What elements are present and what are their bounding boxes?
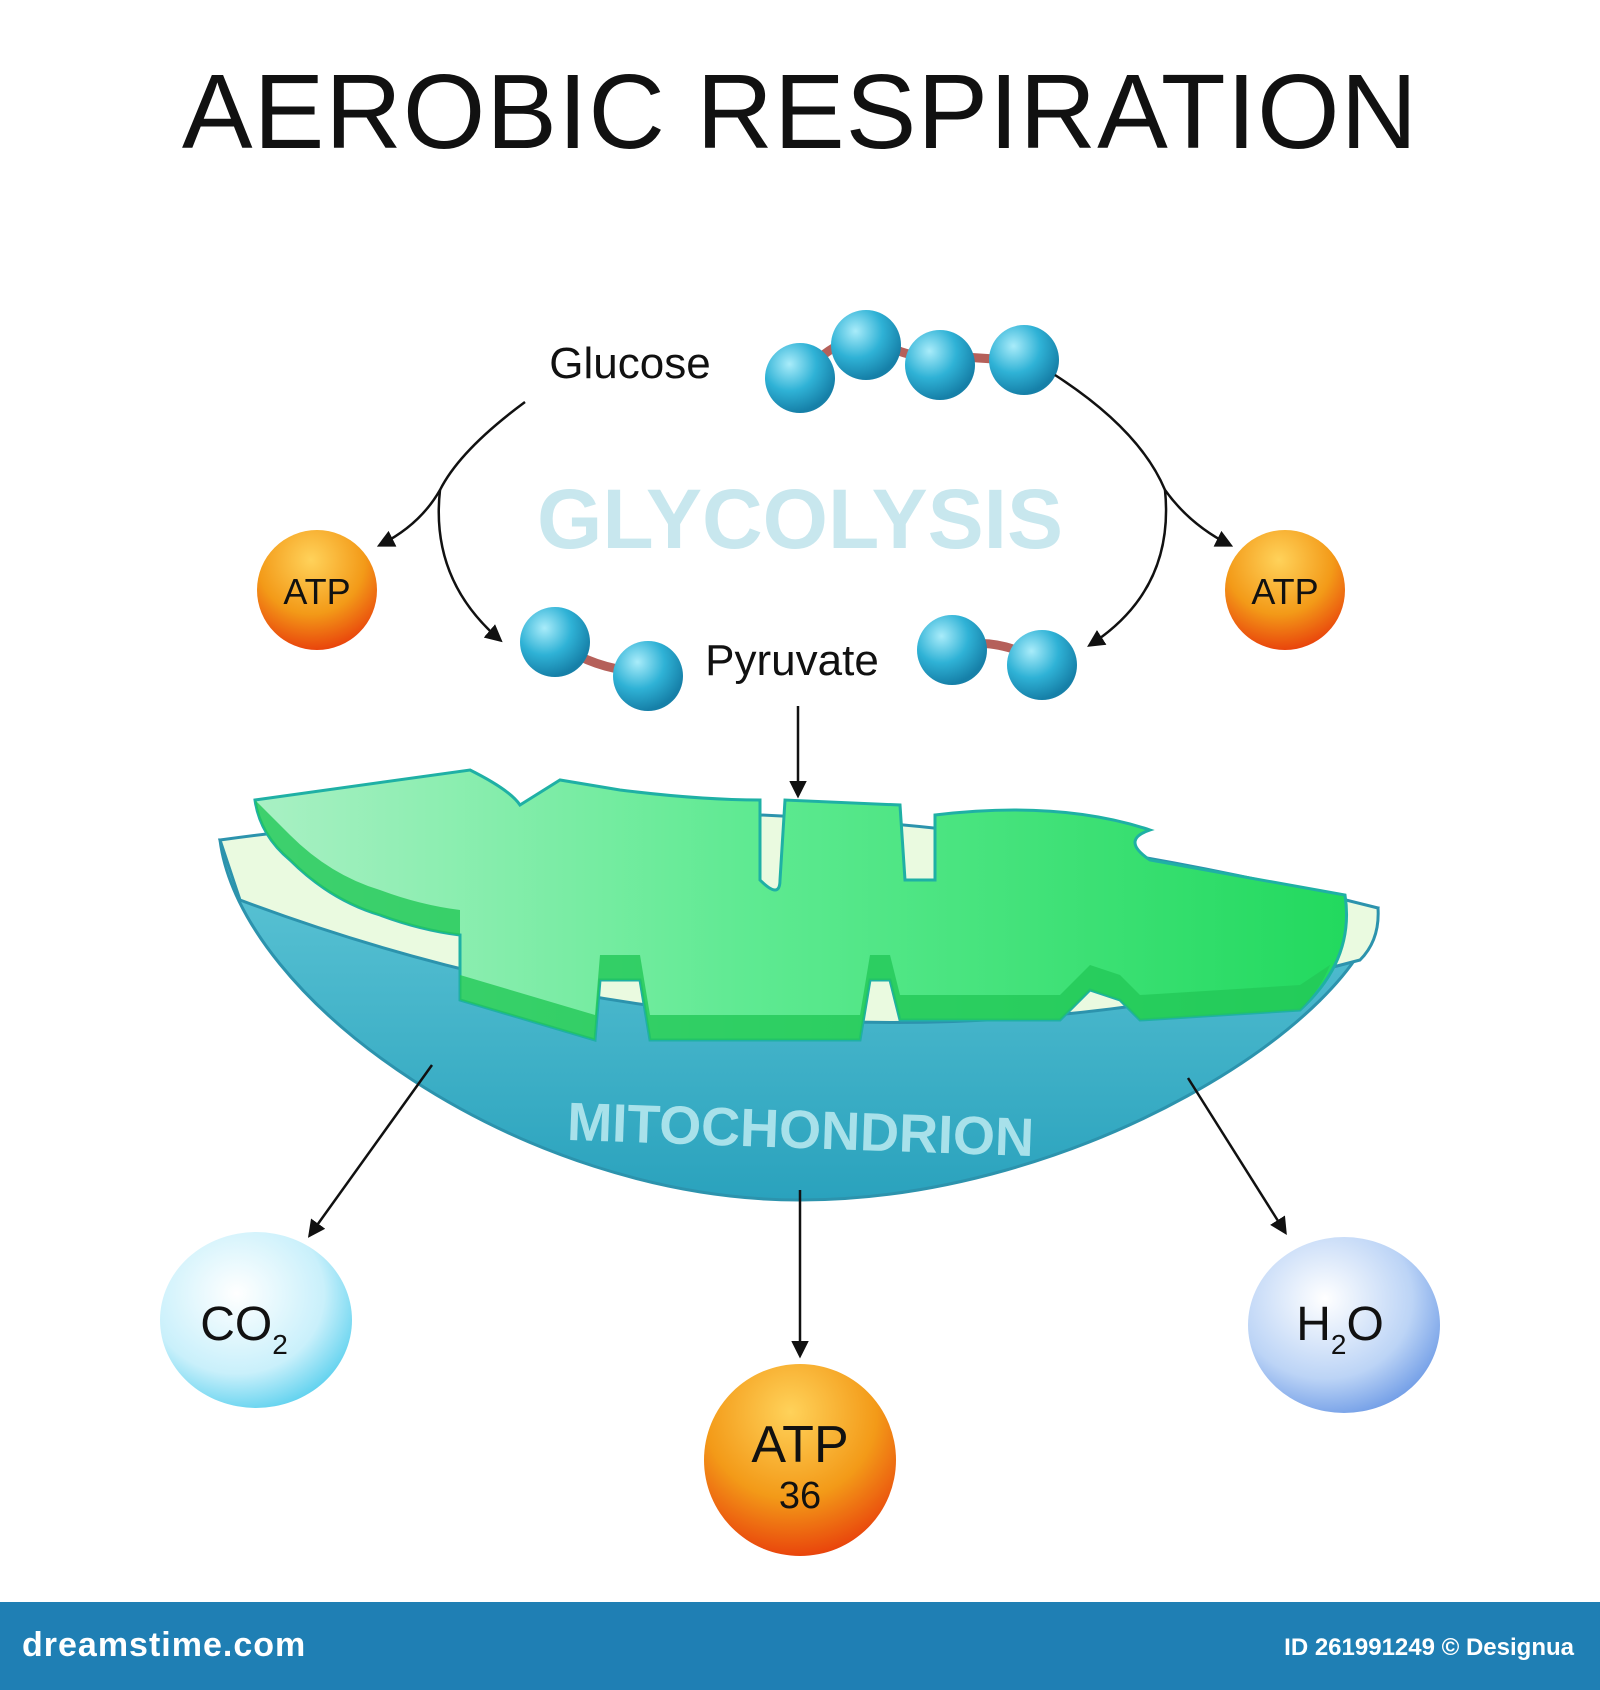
pyruvate-label: Pyruvate xyxy=(705,636,879,685)
atp-left-molecule: ATP xyxy=(257,530,377,650)
arrow-to-h2o xyxy=(1186,1077,1287,1235)
h2o-label: H2O xyxy=(1296,1298,1384,1360)
diagram-svg: Glucose GLYCOLYSIS ATP ATP Pyruvate xyxy=(160,310,1440,1556)
co2-label: CO2 xyxy=(200,1298,288,1360)
co2-molecule: CO2 xyxy=(160,1232,352,1408)
mitochondrion: MITOCHONDRION xyxy=(218,768,1380,1202)
glycolysis-label: GLYCOLYSIS xyxy=(537,472,1063,566)
pyruvate-right-molecule xyxy=(917,615,1077,700)
arrow-to-atp-right xyxy=(1054,373,1234,547)
atp-right-molecule: ATP xyxy=(1225,530,1345,650)
footer-image-id: ID 261991249 © Designua xyxy=(1284,1634,1574,1661)
atp-36-count: 36 xyxy=(779,1475,821,1517)
atp-36-molecule: ATP 36 xyxy=(704,1364,896,1556)
arrow-to-co2 xyxy=(307,1064,434,1238)
footer-bar: dreamstime.com ID 261991249 © Designua xyxy=(0,1602,1600,1690)
glucose-molecule xyxy=(765,310,1059,413)
page-title: AEROBIC RESPIRATION xyxy=(181,53,1419,171)
h2o-molecule: H2O xyxy=(1248,1237,1440,1413)
pyruvate-left-molecule xyxy=(520,607,683,711)
atp-right-label: ATP xyxy=(1251,571,1318,612)
arrow-to-pyruvate-right xyxy=(1087,489,1168,647)
glucose-label: Glucose xyxy=(549,339,710,388)
footer-site-logo[interactable]: dreamstime.com xyxy=(22,1626,307,1664)
atp-36-label: ATP xyxy=(751,1416,848,1474)
atp-left-label: ATP xyxy=(283,571,350,612)
arrow-to-pyruvate-left xyxy=(437,489,503,643)
arrow-to-atp-left xyxy=(376,400,526,547)
